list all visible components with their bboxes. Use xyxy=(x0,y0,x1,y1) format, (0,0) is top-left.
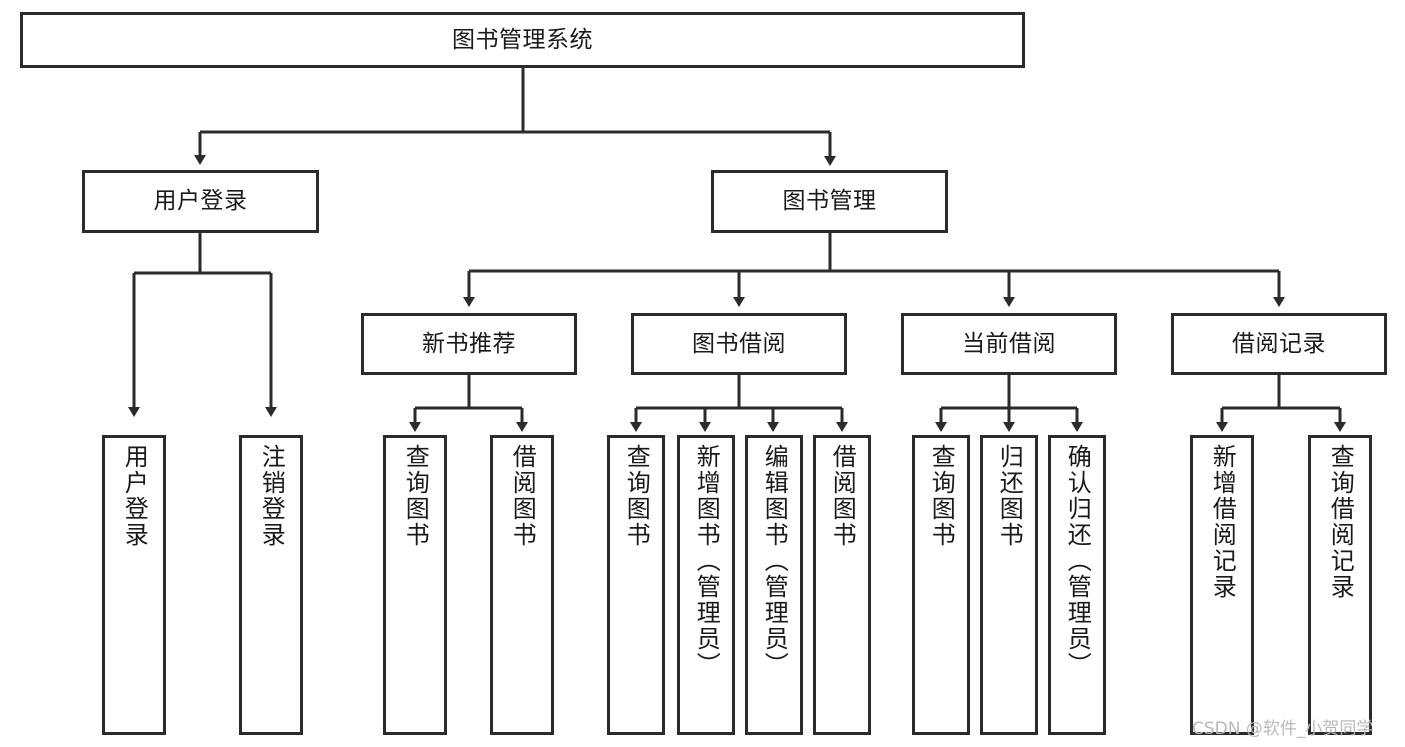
leaf-user-login[interactable]: 用户登录 xyxy=(102,435,166,735)
node-current-borrow[interactable]: 当前借阅 xyxy=(901,313,1117,375)
leaf-return-book-label: 归还图书 xyxy=(995,444,1024,548)
leaf-logout-label: 注销登录 xyxy=(257,444,286,548)
leaf-query-book-3-label: 查询图书 xyxy=(927,444,956,548)
leaf-borrow-book-2[interactable]: 借阅图书 xyxy=(813,435,871,735)
node-root[interactable]: 图书管理系统 xyxy=(20,12,1025,68)
node-book-borrow-label: 图书借阅 xyxy=(692,330,786,357)
leaf-confirm-return[interactable]: 确认归还（管理员） xyxy=(1048,435,1106,735)
node-new-book-recommend[interactable]: 新书推荐 xyxy=(361,313,577,375)
leaf-query-record-label: 查询借阅记录 xyxy=(1326,444,1355,600)
leaf-add-record-label: 新增借阅记录 xyxy=(1208,444,1237,600)
node-user-login-label: 用户登录 xyxy=(153,188,248,215)
node-user-login[interactable]: 用户登录 xyxy=(82,170,319,233)
leaf-edit-book[interactable]: 编辑图书（管理员） xyxy=(745,435,803,735)
leaf-return-book[interactable]: 归还图书 xyxy=(980,435,1038,735)
node-book-manage[interactable]: 图书管理 xyxy=(711,170,948,233)
leaf-add-record[interactable]: 新增借阅记录 xyxy=(1190,435,1254,735)
leaf-query-book-1-label: 查询图书 xyxy=(401,444,430,548)
leaf-add-book-label: 新增图书（管理员） xyxy=(692,444,721,678)
node-borrow-record-label: 借阅记录 xyxy=(1232,330,1326,357)
leaf-query-book-2[interactable]: 查询图书 xyxy=(607,435,665,735)
node-current-borrow-label: 当前借阅 xyxy=(962,330,1056,357)
node-root-label: 图书管理系统 xyxy=(452,26,593,53)
node-new-book-recommend-label: 新书推荐 xyxy=(422,330,516,357)
leaf-query-record[interactable]: 查询借阅记录 xyxy=(1308,435,1372,735)
node-book-borrow[interactable]: 图书借阅 xyxy=(631,313,847,375)
leaf-logout[interactable]: 注销登录 xyxy=(239,435,303,735)
leaf-borrow-book-2-label: 借阅图书 xyxy=(828,444,857,548)
csdn-watermark: CSDN @软件_小贺同学 xyxy=(1192,719,1374,739)
leaf-add-book[interactable]: 新增图书（管理员） xyxy=(677,435,735,735)
leaf-query-book-2-label: 查询图书 xyxy=(622,444,651,548)
leaf-confirm-return-label: 确认归还（管理员） xyxy=(1063,444,1092,678)
leaf-query-book-3[interactable]: 查询图书 xyxy=(912,435,970,735)
leaf-borrow-book-1[interactable]: 借阅图书 xyxy=(490,435,554,735)
node-book-manage-label: 图书管理 xyxy=(782,188,877,215)
leaf-borrow-book-1-label: 借阅图书 xyxy=(508,444,537,548)
leaf-user-login-label: 用户登录 xyxy=(120,444,149,548)
leaf-query-book-1[interactable]: 查询图书 xyxy=(383,435,447,735)
leaf-edit-book-label: 编辑图书（管理员） xyxy=(760,444,789,678)
node-borrow-record[interactable]: 借阅记录 xyxy=(1171,313,1387,375)
